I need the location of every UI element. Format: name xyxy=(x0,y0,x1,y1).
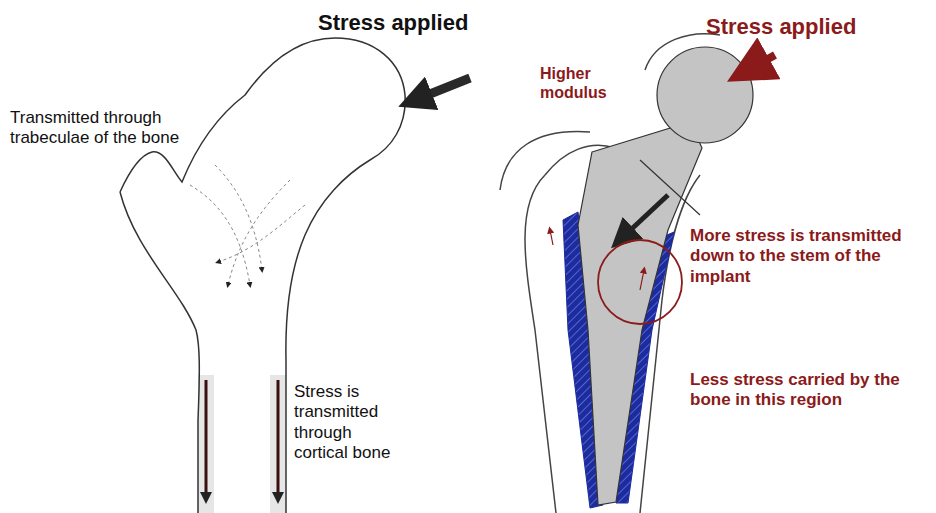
implant-collar xyxy=(640,160,700,215)
stress-label: Stress applied xyxy=(318,10,518,36)
load-arrow xyxy=(415,78,470,100)
trabecula-line xyxy=(228,180,290,285)
stress-label: Stress applied xyxy=(706,14,906,40)
implant-stem xyxy=(578,122,702,505)
femur-outline xyxy=(120,192,199,513)
trabecula-line xyxy=(215,165,262,270)
highlight-circle xyxy=(598,240,682,324)
implant-head xyxy=(657,47,753,143)
trabecula-line xyxy=(218,205,305,262)
stress-arrow xyxy=(205,380,208,498)
stress-arrow xyxy=(640,270,644,290)
natural-femur xyxy=(120,38,470,513)
annotation-text: More stress is transmitted down to the s… xyxy=(690,226,915,287)
stress-arrow xyxy=(277,380,280,498)
annotation-text: Less stress carried by the bone in this … xyxy=(690,370,915,411)
stress-arrow xyxy=(550,230,553,245)
femur-outline xyxy=(525,175,556,513)
cortical-bone xyxy=(198,375,214,513)
annotation-text: Transmitted through trabeculae of the bo… xyxy=(10,108,220,149)
load-arrow xyxy=(622,195,668,238)
annotation-text: Stress is transmitted through cortical b… xyxy=(294,382,404,464)
annotation-text: Higher modulus xyxy=(540,64,630,102)
load-arrow xyxy=(748,55,775,70)
pelvis-outline xyxy=(500,132,590,190)
cortical-bone xyxy=(270,375,286,513)
femur-outline xyxy=(120,38,405,513)
